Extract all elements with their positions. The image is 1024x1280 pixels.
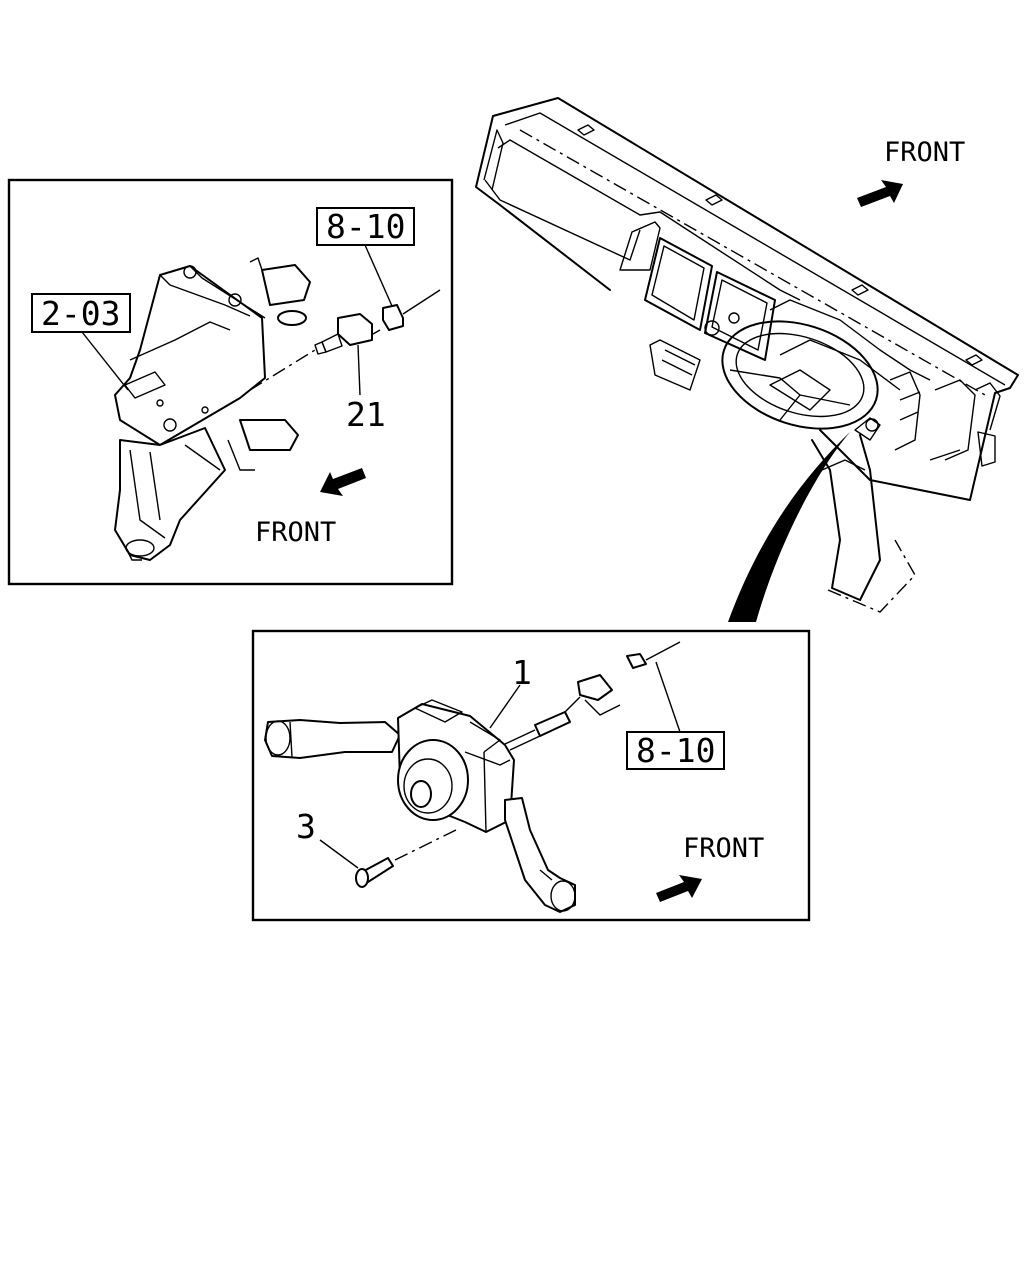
- callout-box-8-10-top: [316, 207, 415, 246]
- front-label-dashboard: FRONT: [884, 137, 965, 168]
- front-label-pedal: FRONT: [255, 517, 336, 548]
- front-arrow-icon: [656, 875, 702, 902]
- dashboard-overview: [475, 97, 1019, 613]
- part-number-21: 21: [346, 395, 386, 434]
- front-label-switch: FRONT: [683, 833, 764, 864]
- callout-arrow-icon: [728, 432, 850, 622]
- callout-8-10-bottom: 8-10: [636, 731, 715, 770]
- switch-detail-panel: [251, 629, 811, 922]
- callout-8-10-top: 8-10: [326, 207, 405, 246]
- front-arrow-icon: [320, 468, 366, 496]
- pedal-detail-panel: [7, 178, 454, 586]
- callout-box-2-03: [31, 293, 131, 333]
- front-arrow-icon: [857, 180, 903, 207]
- part-number-3: 3: [296, 807, 316, 846]
- callout-2-03: 2-03: [41, 294, 120, 333]
- part-number-1: 1: [512, 653, 532, 692]
- callout-box-8-10-bottom: [626, 731, 725, 770]
